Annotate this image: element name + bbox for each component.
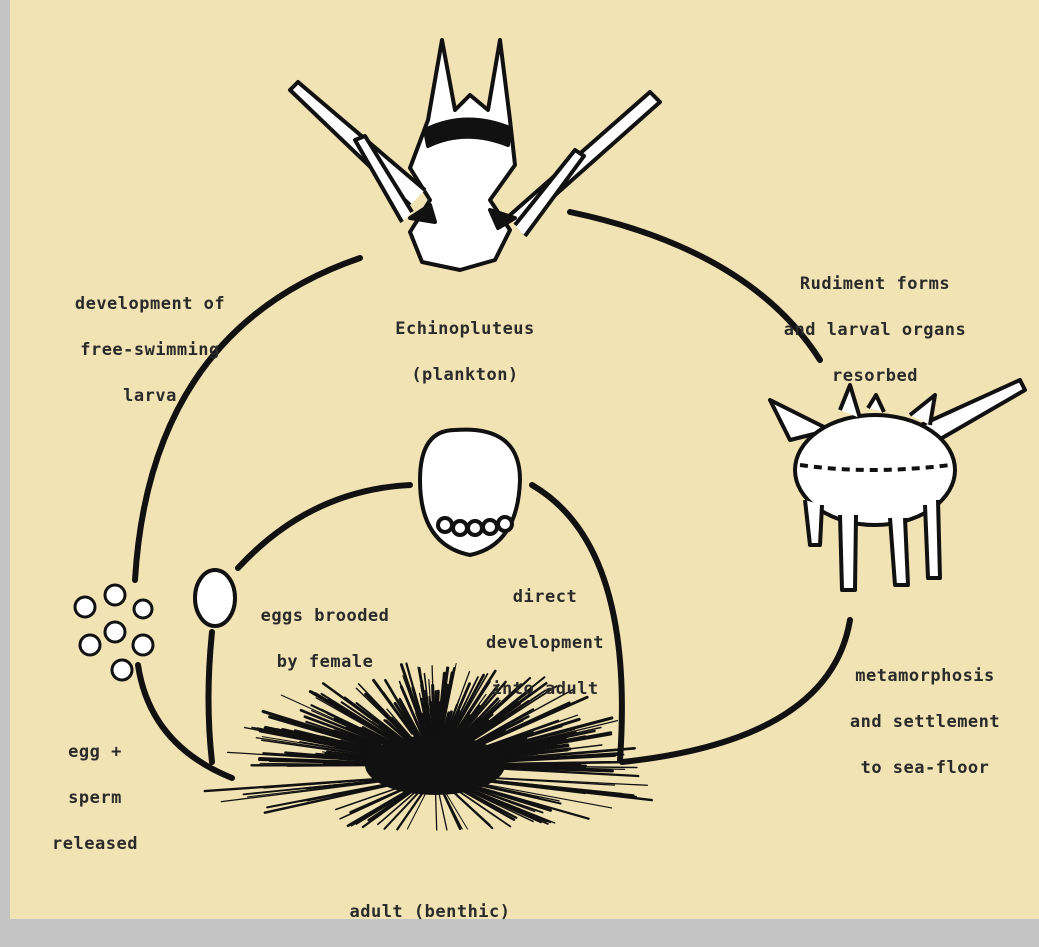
released-eggs-drawing (75, 585, 153, 680)
brooded-egg-drawing (195, 570, 235, 626)
brooded-embryo-drawing (420, 430, 520, 555)
label-development-larva: development of free-swimming larva (30, 270, 270, 431)
label-egg-sperm: egg + sperm released (40, 718, 150, 879)
echinopluteus-larva-drawing (290, 40, 660, 270)
label-metamorphosis: metamorphosis and settlement to sea-floo… (815, 642, 1035, 803)
label-adult: adult (benthic) (300, 878, 560, 947)
arc-brooded-to-embryo (238, 485, 410, 568)
label-direct-development: direct development into adult (460, 563, 630, 724)
arc-egg-release (138, 665, 232, 778)
metamorphosis-juvenile-drawing (770, 380, 1025, 590)
arc-brooded-to-adult (209, 632, 213, 762)
life-cycle-diagram: Echinopluteus (plankton) development of … (10, 0, 1039, 919)
label-echinopluteus: Echinopluteus (plankton) (340, 295, 590, 410)
label-rudiment: Rudiment forms and larval organs resorbe… (750, 250, 1000, 411)
label-eggs-brooded: eggs brooded by female (235, 582, 415, 697)
